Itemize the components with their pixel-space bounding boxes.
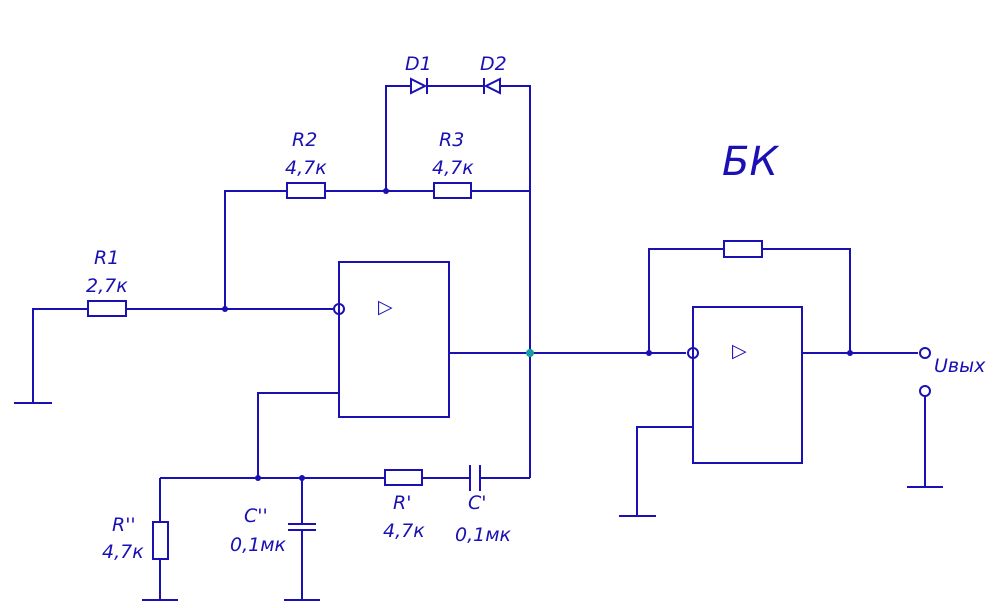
resistor-r3 <box>433 182 472 199</box>
label-r1-value: 2,7к <box>86 275 128 297</box>
label-c-prime-name: C' <box>468 492 487 514</box>
junction-r2-r3 <box>383 188 389 194</box>
label-r2-value: 4,7к <box>285 157 327 179</box>
wires <box>32 85 926 600</box>
opamp-2-inverting-input <box>687 347 699 359</box>
capacitor-c-prime <box>469 465 481 491</box>
label-r3-name: R3 <box>439 129 464 151</box>
label-r1-name: R1 <box>94 247 119 269</box>
opamp-2: ▷ <box>687 306 803 464</box>
junction-opamp2-out <box>847 350 853 356</box>
ground-symbols <box>14 402 943 601</box>
opamp-1: ▷ <box>333 261 450 418</box>
junction-r1-node <box>222 306 228 312</box>
label-r2-name: R2 <box>292 129 317 151</box>
resistor-r-prime <box>384 469 423 486</box>
output-ground-terminal <box>919 385 931 397</box>
label-d1: D1 <box>405 53 432 75</box>
label-r-prime-value: 4,7к <box>383 520 425 542</box>
label-c-prime-value: 0,1мк <box>455 524 512 546</box>
capacitor-c-double <box>288 523 316 531</box>
diode-d1 <box>410 77 428 95</box>
opamp-1-symbol: ▷ <box>378 296 393 318</box>
resistor-r-double <box>152 521 169 560</box>
label-r3-value: 4,7к <box>432 157 474 179</box>
junction-bottom-cap <box>299 475 305 481</box>
labels: БК R1 2,7к R2 4,7к R3 4,7к D1 D2 R' 4,7к… <box>86 53 986 563</box>
label-output: Uвых <box>934 355 986 377</box>
opamp-2-symbol: ▷ <box>732 340 747 362</box>
label-r-double-name: R'' <box>112 514 136 536</box>
resistor-r1 <box>87 300 127 317</box>
block-label: БК <box>722 139 779 185</box>
junctions <box>222 188 853 481</box>
output-terminal <box>919 347 931 359</box>
resistor-feedback-opamp2 <box>723 240 763 258</box>
label-c-double-name: C'' <box>244 505 268 527</box>
opamp-1-inverting-input <box>333 303 345 315</box>
junction-opamp2-in <box>646 350 652 356</box>
resistor-r2 <box>286 182 326 199</box>
junction-output-node <box>526 349 534 357</box>
label-c-double-value: 0,1мк <box>230 534 287 556</box>
label-d2: D2 <box>480 53 507 75</box>
junction-bottom-left <box>255 475 261 481</box>
label-r-prime-name: R' <box>393 492 411 514</box>
label-r-double-value: 4,7к <box>102 541 144 563</box>
diode-d2 <box>483 77 501 95</box>
